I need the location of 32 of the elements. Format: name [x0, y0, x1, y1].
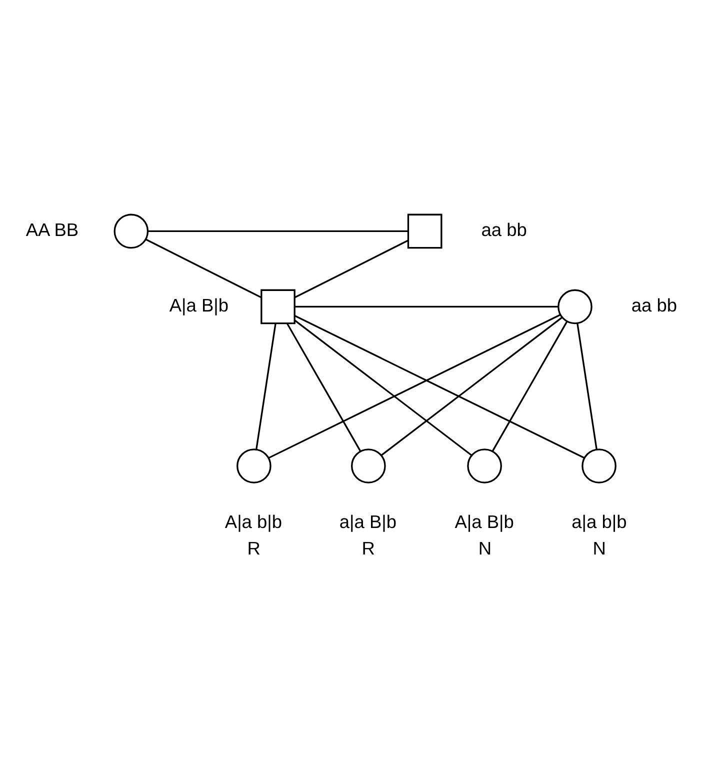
connector	[294, 240, 408, 298]
node-label: AA BB	[26, 218, 79, 240]
node-label: aa bb	[631, 294, 678, 316]
node-circle	[467, 448, 502, 484]
node-circle	[114, 214, 149, 249]
connector	[294, 320, 472, 456]
node-label: A|a B|b	[169, 294, 229, 316]
node-label: R	[362, 537, 375, 558]
connector	[380, 316, 563, 456]
connector	[286, 323, 362, 452]
node-label: A|a B|b	[454, 510, 514, 532]
node-label: A|a b|b	[224, 510, 282, 532]
node-label: N	[478, 537, 492, 558]
connector	[492, 321, 568, 452]
node-label: R	[247, 537, 260, 558]
node-circle	[236, 448, 272, 484]
connector	[294, 306, 558, 308]
connector	[145, 238, 262, 298]
connector	[148, 230, 408, 232]
node-box	[407, 214, 442, 249]
node-circle	[582, 448, 616, 484]
connector	[294, 315, 585, 459]
connector	[268, 314, 561, 459]
node-circle	[558, 289, 592, 324]
node-label: aa bb	[481, 218, 527, 240]
node-label: a|a B|b	[339, 510, 397, 532]
node-box	[260, 289, 296, 324]
connector	[256, 323, 276, 450]
node-label: a|a b|b	[572, 510, 627, 532]
node-label: N	[592, 537, 606, 558]
node-circle	[351, 448, 386, 484]
connector	[576, 323, 598, 450]
